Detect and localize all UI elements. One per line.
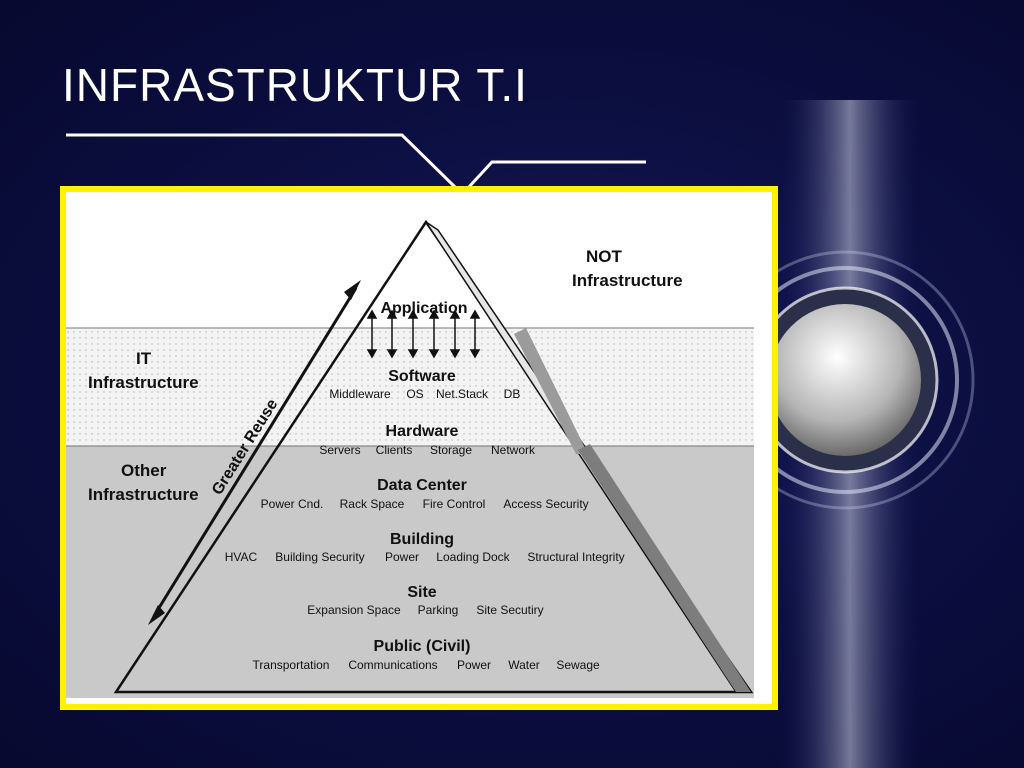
slide-title: INFRASTRUKTUR T.I: [62, 58, 528, 112]
not-infrastructure-label-1: NOT: [586, 247, 623, 266]
public-item: Sewage: [556, 658, 600, 672]
decor-line-left: [66, 135, 456, 188]
hardware-item: Servers: [319, 443, 360, 457]
public-item: Transportation: [253, 658, 330, 672]
data-center-item: Fire Control: [423, 497, 486, 511]
public-item: Communications: [348, 658, 437, 672]
hardware-item: Network: [491, 443, 536, 457]
public-item: Water: [508, 658, 540, 672]
it-infrastructure-label-2: Infrastructure: [88, 373, 199, 392]
building-item: HVAC: [225, 550, 258, 564]
hardware-item: Clients: [376, 443, 413, 457]
public-item: Power: [457, 658, 491, 672]
data-center-item: Access Security: [503, 497, 588, 511]
building-item: Loading Dock: [436, 550, 510, 564]
other-infrastructure-label-2: Infrastructure: [88, 485, 199, 504]
infrastructure-pyramid-diagram: NOT Infrastructure IT Infrastructure Oth…: [66, 192, 772, 704]
site-item: Expansion Space: [307, 603, 401, 617]
not-infrastructure-label-2: Infrastructure: [572, 271, 683, 290]
decor-line-right: [468, 162, 646, 188]
software-item: DB: [504, 387, 521, 401]
data-center-item: Rack Space: [340, 497, 405, 511]
layer-site: Site: [407, 584, 436, 601]
hardware-item: Storage: [430, 443, 472, 457]
building-item: Power: [385, 550, 419, 564]
software-item: OS: [406, 387, 423, 401]
building-item: Structural Integrity: [527, 550, 624, 564]
software-item: Middleware: [329, 387, 391, 401]
site-item: Parking: [418, 603, 459, 617]
other-infrastructure-label-1: Other: [121, 461, 167, 480]
site-item: Site Secutiry: [476, 603, 543, 617]
layer-data-center: Data Center: [377, 477, 467, 494]
round-button-graphic: [769, 304, 921, 456]
software-item: Net.Stack: [436, 387, 489, 401]
layer-software: Software: [388, 368, 456, 385]
data-center-item: Power Cnd.: [261, 497, 324, 511]
layer-hardware: Hardware: [386, 423, 459, 440]
layer-application: Application: [380, 300, 467, 317]
diagram-right-margin: [754, 192, 772, 704]
building-item: Building Security: [275, 550, 364, 564]
it-infrastructure-label-1: IT: [136, 349, 152, 368]
layer-public-civil: Public (Civil): [374, 638, 471, 655]
layer-building: Building: [390, 531, 454, 548]
